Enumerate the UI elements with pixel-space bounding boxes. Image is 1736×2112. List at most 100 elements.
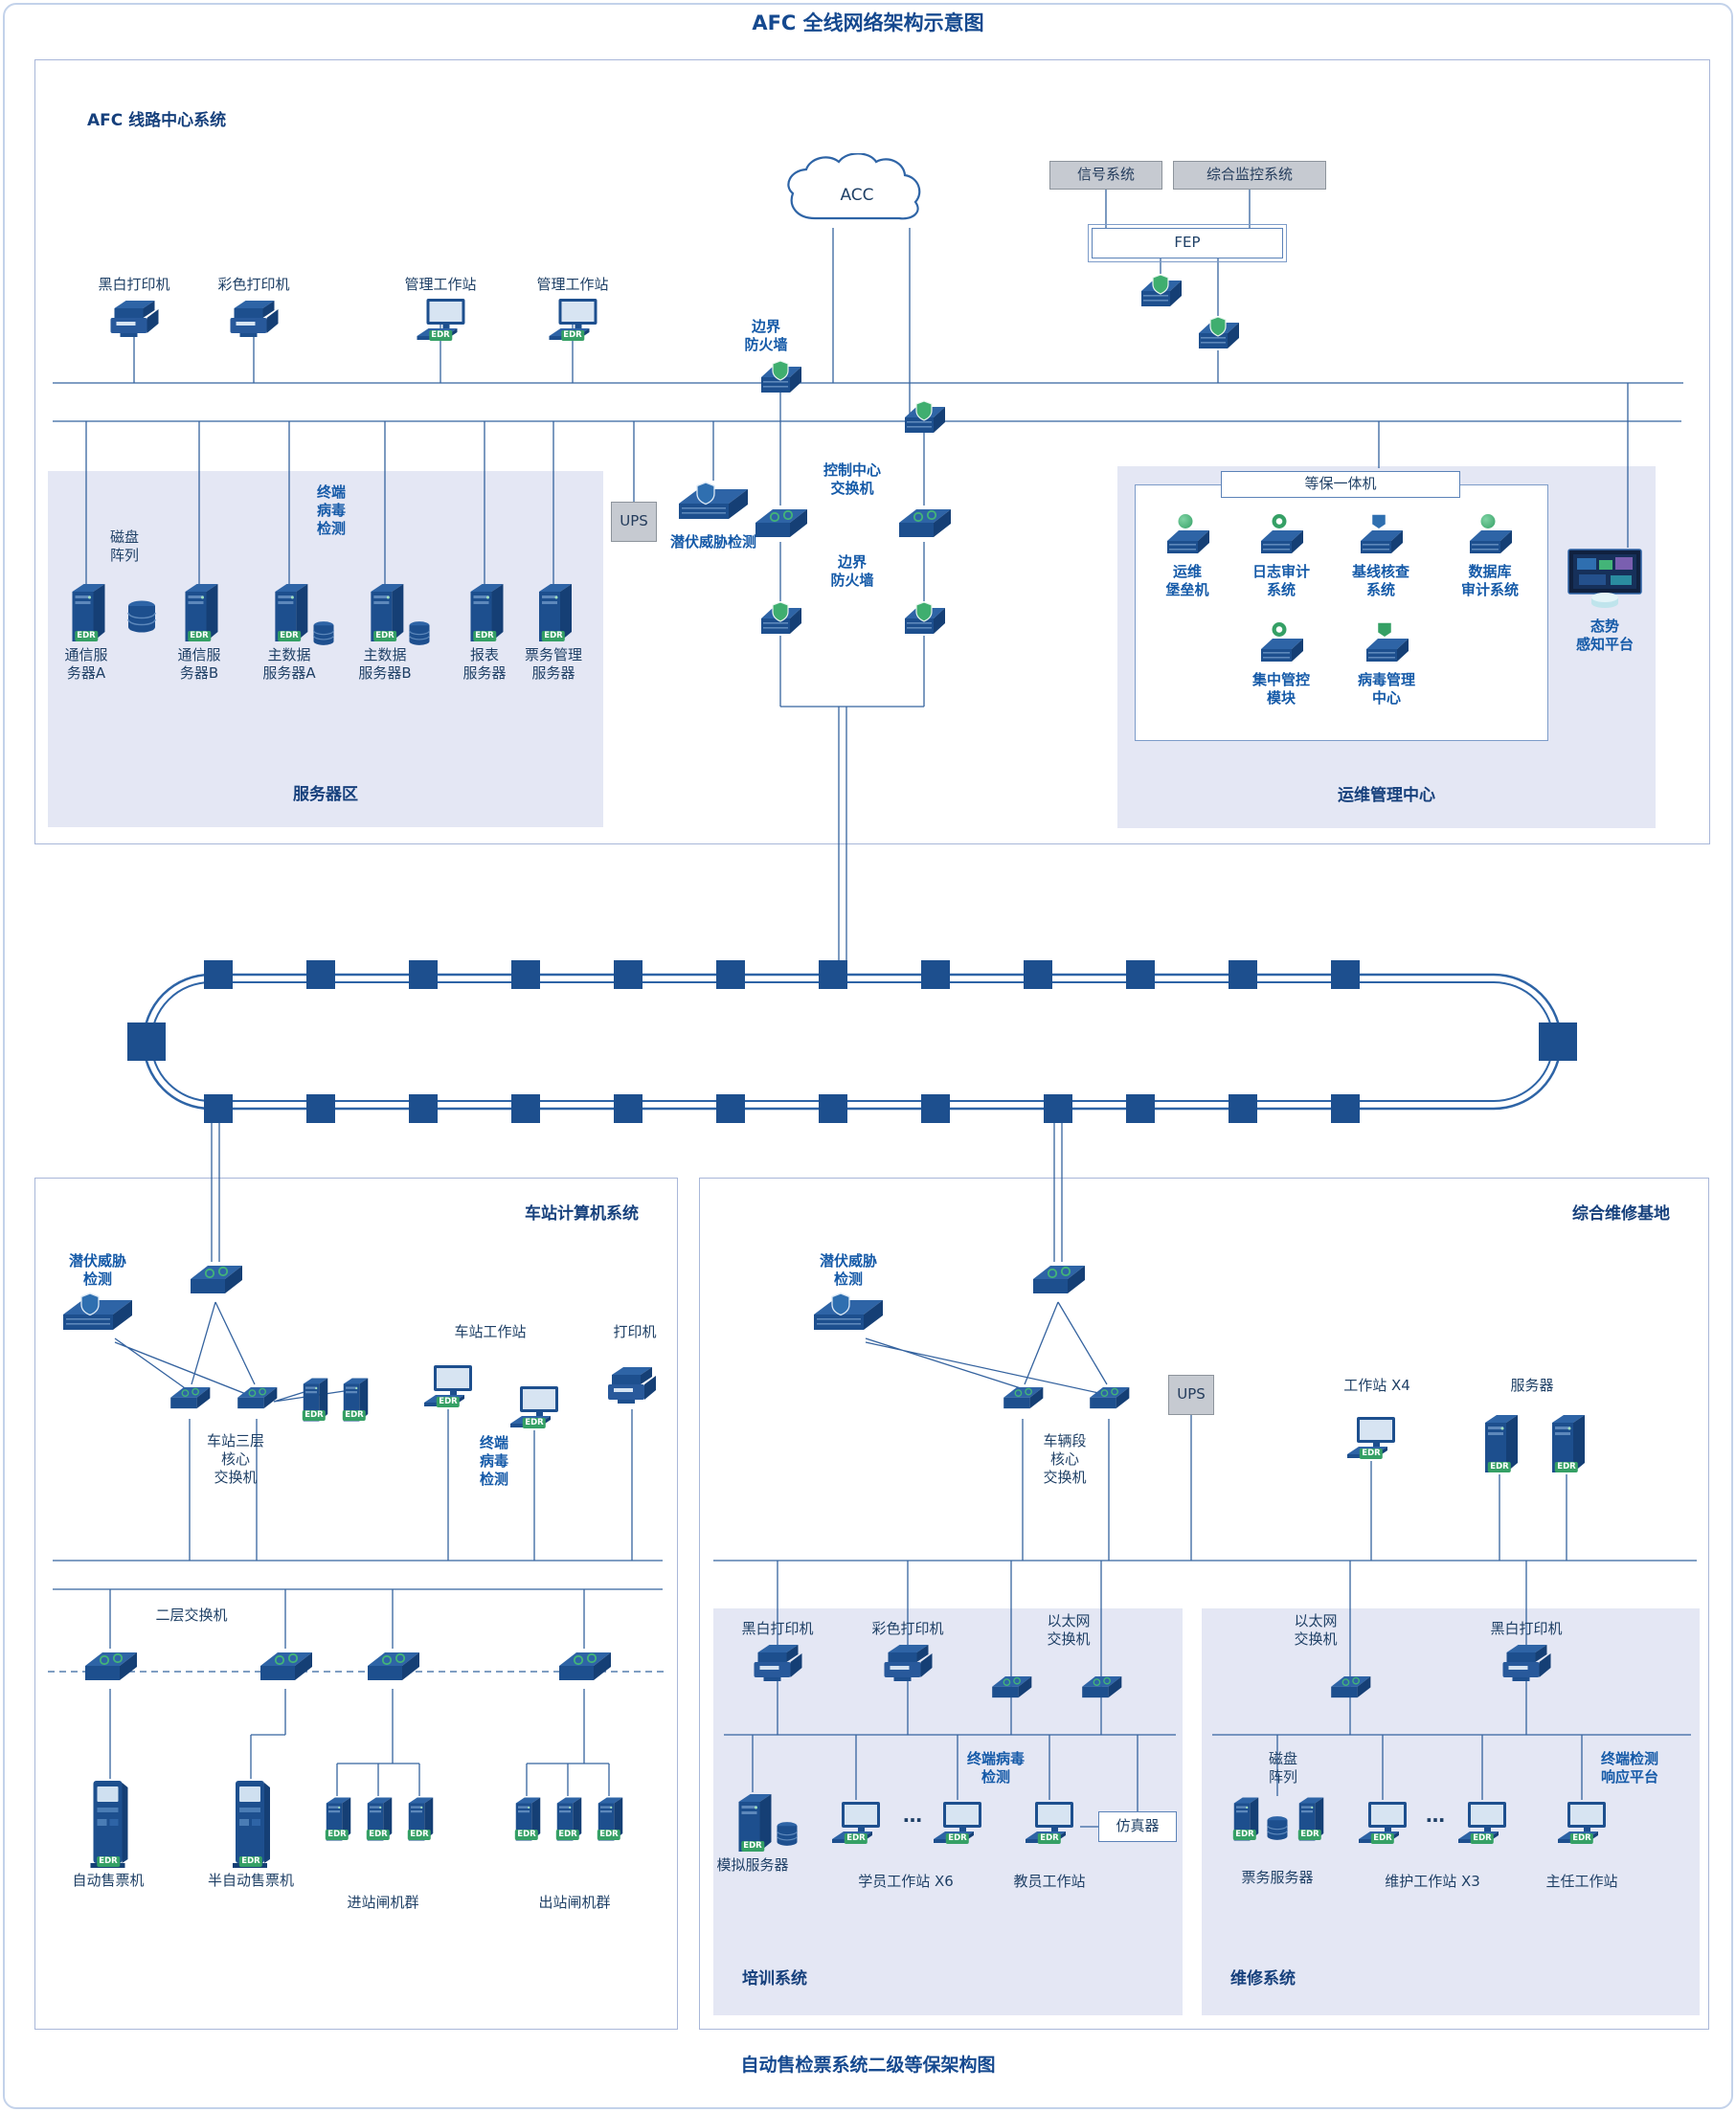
green-dot-emblem <box>1480 514 1496 528</box>
bw-printer-training: 黑白打印机 <box>741 1620 814 1685</box>
comm-server-b: EDR 通信服务器B <box>177 582 221 683</box>
edr-badge: EDR <box>1037 1833 1062 1844</box>
l2-switch-4 <box>555 1649 613 1689</box>
green-burst-emblem <box>1272 514 1287 528</box>
section-label-ops-center: 运维管理中心 <box>1338 786 1435 805</box>
border-firewall-label-top: 边界防火墙 <box>744 318 787 354</box>
firewall-icon <box>1138 274 1184 314</box>
switch-icon <box>1029 1262 1087 1302</box>
edr-badge: EDR <box>1470 1833 1495 1844</box>
depot-workstation: EDR <box>1345 1415 1397 1461</box>
printer-icon <box>1499 1641 1554 1685</box>
terminal-virus-label-training: 终端病毒检测 <box>967 1750 1025 1786</box>
switch-sm-icon <box>989 1674 1033 1704</box>
ws-icon: EDR <box>1456 1800 1508 1846</box>
edr-badge: EDR <box>187 631 212 641</box>
comm-server-b-label: 通信服务器B <box>177 646 221 683</box>
ticket-server-label-label: 票务服务器 <box>1241 1869 1314 1886</box>
ws-icon: EDR <box>422 1363 474 1409</box>
firewall-icon <box>757 360 803 400</box>
student-ws-1: EDR <box>830 1800 882 1846</box>
edr-badge: EDR <box>514 1830 539 1840</box>
l2-switch-2 <box>257 1649 314 1689</box>
ups-depot: UPS <box>1168 1375 1214 1415</box>
main-data-server-b-label: 主数据服务器B <box>358 646 412 683</box>
edr-badge: EDR <box>472 631 497 641</box>
edr-badge: EDR <box>597 1830 621 1840</box>
report-server-label: 报表服务器 <box>462 646 507 683</box>
disks-sm-icon <box>311 620 337 646</box>
edr-badge: EDR <box>555 1830 580 1840</box>
bw-printer-maint: 黑白打印机 <box>1490 1620 1563 1685</box>
report-server: EDR 报表服务器 <box>462 582 507 683</box>
page-title: AFC 全线网络架构示意图 <box>752 11 984 34</box>
edr-badge: EDR <box>740 1841 765 1852</box>
appliance-icon <box>1257 514 1305 560</box>
bw-printer-center-label: 黑白打印机 <box>98 276 170 293</box>
depot-server-label-label: 服务器 <box>1510 1377 1554 1394</box>
mgmt-workstation-1-label: 管理工作站 <box>404 276 477 293</box>
comm-server-a-label: 通信服务器A <box>64 646 108 683</box>
firewall-icon <box>901 400 947 440</box>
maint-dots-label: … <box>1426 1804 1447 1827</box>
station-edr-server-2: EDR <box>339 1377 370 1423</box>
control-center-switch-label: 控制中心交换机 <box>823 461 881 498</box>
border-firewall-label-2: 边界防火墙 <box>830 553 873 590</box>
ws-icon: EDR <box>1556 1800 1608 1846</box>
edr-badge: EDR <box>74 631 99 641</box>
acc-cloud-label: ACC <box>840 186 874 205</box>
edr-badge: EDR <box>522 1418 547 1428</box>
switch-sm-icon <box>1087 1384 1131 1415</box>
ws-icon: EDR <box>830 1800 882 1846</box>
ws-icon: EDR <box>1357 1800 1409 1846</box>
station-core-switch-label-label: 车站三层核心交换机 <box>206 1432 265 1487</box>
firewall-icon <box>757 601 803 641</box>
ticket-server-label: 票务服务器 <box>1241 1869 1313 1887</box>
server-sm-icon: EDR <box>552 1796 583 1842</box>
eth-switch-maint-label-label: 以太网交换机 <box>1294 1612 1338 1649</box>
eth-switch-training-label-label: 以太网交换机 <box>1047 1612 1091 1649</box>
latent-threat-center: 潜伏威胁检测 <box>670 481 756 551</box>
mgmt-workstation-2-label: 管理工作站 <box>536 276 609 293</box>
tvm-label: 自动售票机 <box>72 1872 145 1889</box>
depot-switch-2 <box>1087 1384 1131 1415</box>
switch-icon <box>752 506 809 546</box>
mgmt-workstation-2: 管理工作站 EDR <box>536 276 609 343</box>
disk-array-label-maint: 磁盘阵列 <box>1269 1750 1297 1786</box>
edr-badge: EDR <box>945 1833 970 1844</box>
server-icon: EDR <box>533 582 574 643</box>
disks-sm-icon <box>775 1821 800 1847</box>
shield-green-emblem <box>1378 622 1391 637</box>
ops-bastion-host-label: 运维堡垒机 <box>1165 563 1209 599</box>
switch-icon <box>81 1649 139 1689</box>
server-sm-icon: EDR <box>363 1796 394 1842</box>
station-core-switch <box>187 1262 244 1302</box>
signal-system: 信号系统 <box>1049 161 1162 190</box>
server-icon: EDR <box>733 1792 773 1854</box>
main-data-server-a-label: 主数据服务器A <box>262 646 316 683</box>
station-edr-server-1: EDR <box>299 1377 329 1423</box>
db-audit-system: 数据库审计系统 <box>1461 514 1519 599</box>
monitoring-system: 综合监控系统 <box>1173 161 1326 190</box>
edr-badge: EDR <box>342 1410 367 1421</box>
appliance-icon <box>1163 514 1211 560</box>
edr-badge: EDR <box>302 1410 327 1421</box>
baseline-check-system-label: 基线核查系统 <box>1351 563 1410 599</box>
depot-server-1: EDR <box>1479 1413 1520 1474</box>
appliance-icon <box>1466 514 1514 560</box>
maint-ws-2: EDR <box>1456 1800 1508 1846</box>
edr-badge: EDR <box>1297 1830 1322 1840</box>
section-label-center: AFC 线路中心系统 <box>87 111 227 130</box>
appliance-icon <box>1257 622 1305 668</box>
chief-ws-label: 主任工作站 <box>1545 1873 1617 1891</box>
threat-icon <box>675 481 752 530</box>
exit-gates-label: 出站闸机群 <box>538 1894 610 1912</box>
ups-center: UPS <box>611 502 657 542</box>
disks-icon <box>124 599 159 634</box>
terminal-virus-label-station-label: 终端病毒检测 <box>479 1434 509 1489</box>
latent-threat-depot: 潜伏威胁检测 <box>810 1252 887 1341</box>
ws-icon: EDR <box>547 297 598 343</box>
fep-firewall-1 <box>1138 274 1184 314</box>
